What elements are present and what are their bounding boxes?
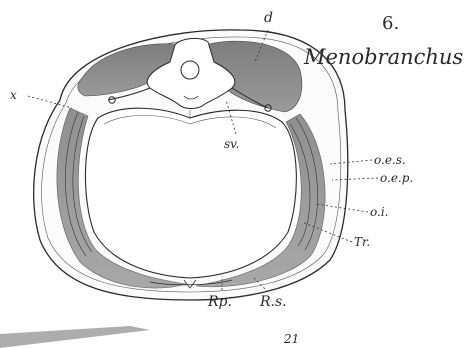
label-sv: sv. xyxy=(224,137,239,151)
page-number: 21 xyxy=(283,332,299,346)
figure-number: 6. xyxy=(382,13,399,34)
label-rs: R.s. xyxy=(259,294,287,310)
label-oes: o.e.s. xyxy=(374,153,406,167)
label-rp: Rp. xyxy=(207,294,232,310)
body-cavity xyxy=(85,108,296,278)
label-x: x xyxy=(10,88,17,102)
figure-title: Menobranchus xyxy=(303,45,463,69)
label-oi: o.i. xyxy=(370,205,388,219)
page-edge-shadow xyxy=(0,326,150,348)
label-d: d xyxy=(264,10,273,26)
label-tr: Tr. xyxy=(354,235,370,249)
label-oep: o.e.p. xyxy=(380,171,413,185)
